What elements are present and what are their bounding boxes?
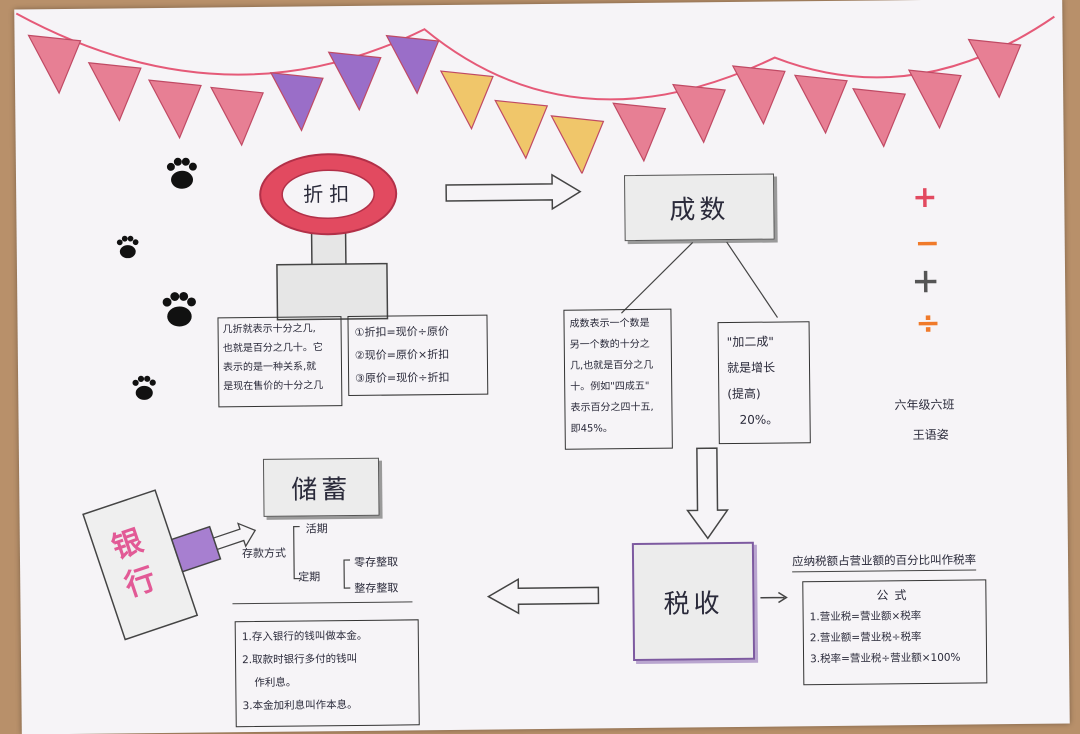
minus-icon: − bbox=[914, 225, 941, 262]
formula-line: ③原价=现价÷折扣 bbox=[355, 370, 450, 385]
bunting-flag bbox=[793, 74, 848, 135]
tax-formula-box: 公式 1.营业税=营业额×税率 2.营业额=营业税÷税率 3.税率=营业税÷营业… bbox=[802, 579, 988, 686]
bunting-flag bbox=[439, 70, 494, 131]
chengshu-example-box: "加二成" 就是增长 (提高) 20%。 bbox=[717, 321, 811, 445]
tax-title: 税收 bbox=[631, 541, 756, 662]
chengshu-definition-box: 成数表示一个数是 另一个数的十分之 几,也就是百分之几 十。例如"四成五" 表示… bbox=[563, 308, 673, 450]
formula-line: ①折扣=现价÷原价 bbox=[354, 324, 449, 339]
text-line: 十。例如"四成五" bbox=[570, 380, 650, 393]
bunting-flag bbox=[269, 72, 324, 132]
tax-formula-title: 公式 bbox=[876, 588, 913, 603]
savings-current: 活期 bbox=[305, 522, 328, 536]
text-line: 另一个数的十分之 bbox=[569, 338, 650, 351]
bunting-flag bbox=[147, 79, 202, 140]
paw-print-icon bbox=[166, 157, 197, 189]
arrow-left-icon bbox=[486, 577, 600, 615]
bunting-flag bbox=[327, 51, 382, 112]
divide-icon: ÷ bbox=[915, 305, 941, 342]
bunting-flag bbox=[27, 34, 82, 95]
arrow-right-icon bbox=[760, 591, 788, 604]
text-line: "加二成" bbox=[726, 334, 774, 350]
discount-definition-box: 几折就表示十分之几, 也就是百分之几十。它 表示的是一种关系,就 是现在售价的十… bbox=[217, 316, 343, 408]
formula-line: 2.营业额=营业税÷税率 bbox=[809, 631, 922, 645]
arrow-right-icon bbox=[445, 173, 582, 211]
note-line: 2.取款时银行多付的钱叫 bbox=[241, 652, 358, 667]
bracket-lines bbox=[293, 525, 351, 589]
arrow-down-icon bbox=[686, 447, 729, 540]
bunting-flag bbox=[210, 86, 264, 147]
bunting-flag bbox=[731, 65, 786, 126]
bunting-flag bbox=[907, 69, 962, 130]
text-line: 就是增长 bbox=[726, 360, 776, 376]
bunting-flag bbox=[967, 38, 1022, 99]
savings-fixed: 定期 bbox=[298, 570, 321, 584]
paw-print-icon bbox=[116, 235, 139, 259]
bunting-flag bbox=[612, 102, 667, 163]
bunting-flag bbox=[852, 88, 907, 148]
text-line: 20%。 bbox=[739, 412, 779, 427]
formula-line: 3.税率=营业税÷营业额×100% bbox=[810, 651, 961, 666]
text-line: 成数表示一个数是 bbox=[569, 317, 650, 330]
text-line: (提高) bbox=[727, 386, 761, 402]
paw-print-icon bbox=[162, 291, 196, 327]
bunting-flag bbox=[385, 34, 440, 95]
savings-fixed-type: 整存整取 bbox=[354, 581, 399, 595]
author-name: 王语姿 bbox=[912, 427, 949, 443]
formula-line: ②现价=原价×折扣 bbox=[354, 347, 450, 362]
times-icon: × bbox=[904, 260, 947, 303]
bunting-flag bbox=[494, 99, 549, 160]
text-line: 也就是百分之几十。它 bbox=[222, 342, 323, 355]
formula-line: 1.营业税=营业额×税率 bbox=[809, 610, 922, 624]
bunting-flag bbox=[87, 62, 142, 122]
paw-print-icon bbox=[132, 375, 156, 400]
tax-definition: 应纳税额占营业额的百分比叫作税率 bbox=[791, 551, 977, 573]
bunting-flag bbox=[671, 83, 726, 144]
bunting-decoration bbox=[15, 12, 1055, 175]
text-line: 几折就表示十分之几, bbox=[222, 323, 316, 336]
author-class: 六年级六班 bbox=[894, 397, 955, 413]
savings-fixed-type: 零存整取 bbox=[353, 555, 399, 569]
text-line: 几,也就是百分之几 bbox=[569, 359, 654, 372]
paper-sheet: 折扣 几折就表示十分之几, 也就是百分之几十。它 表示的是一种关系,就 是现在售… bbox=[14, 0, 1070, 734]
text-line: 即45%。 bbox=[570, 423, 613, 435]
bank-stamp-decoration bbox=[82, 489, 257, 641]
signpost-decoration bbox=[259, 153, 398, 321]
savings-title: 储蓄 bbox=[262, 457, 380, 517]
text-line: 表示百分之四十五, bbox=[570, 401, 654, 414]
plus-icon: + bbox=[912, 179, 938, 216]
text-line: 是现在售价的十分之几 bbox=[223, 380, 324, 393]
note-line: 3.本金加利息叫作本息。 bbox=[242, 698, 358, 713]
branch-lines bbox=[621, 241, 778, 318]
text-line: 表示的是一种关系,就 bbox=[222, 361, 317, 374]
discount-title: 折扣 bbox=[303, 181, 356, 207]
bunting-flag bbox=[550, 115, 605, 175]
note-line: 作利息。 bbox=[254, 676, 297, 690]
chengshu-title: 成数 bbox=[624, 173, 775, 242]
discount-formula-box: ①折扣=现价÷原价 ②现价=原价×折扣 ③原价=现价÷折扣 bbox=[347, 314, 489, 397]
